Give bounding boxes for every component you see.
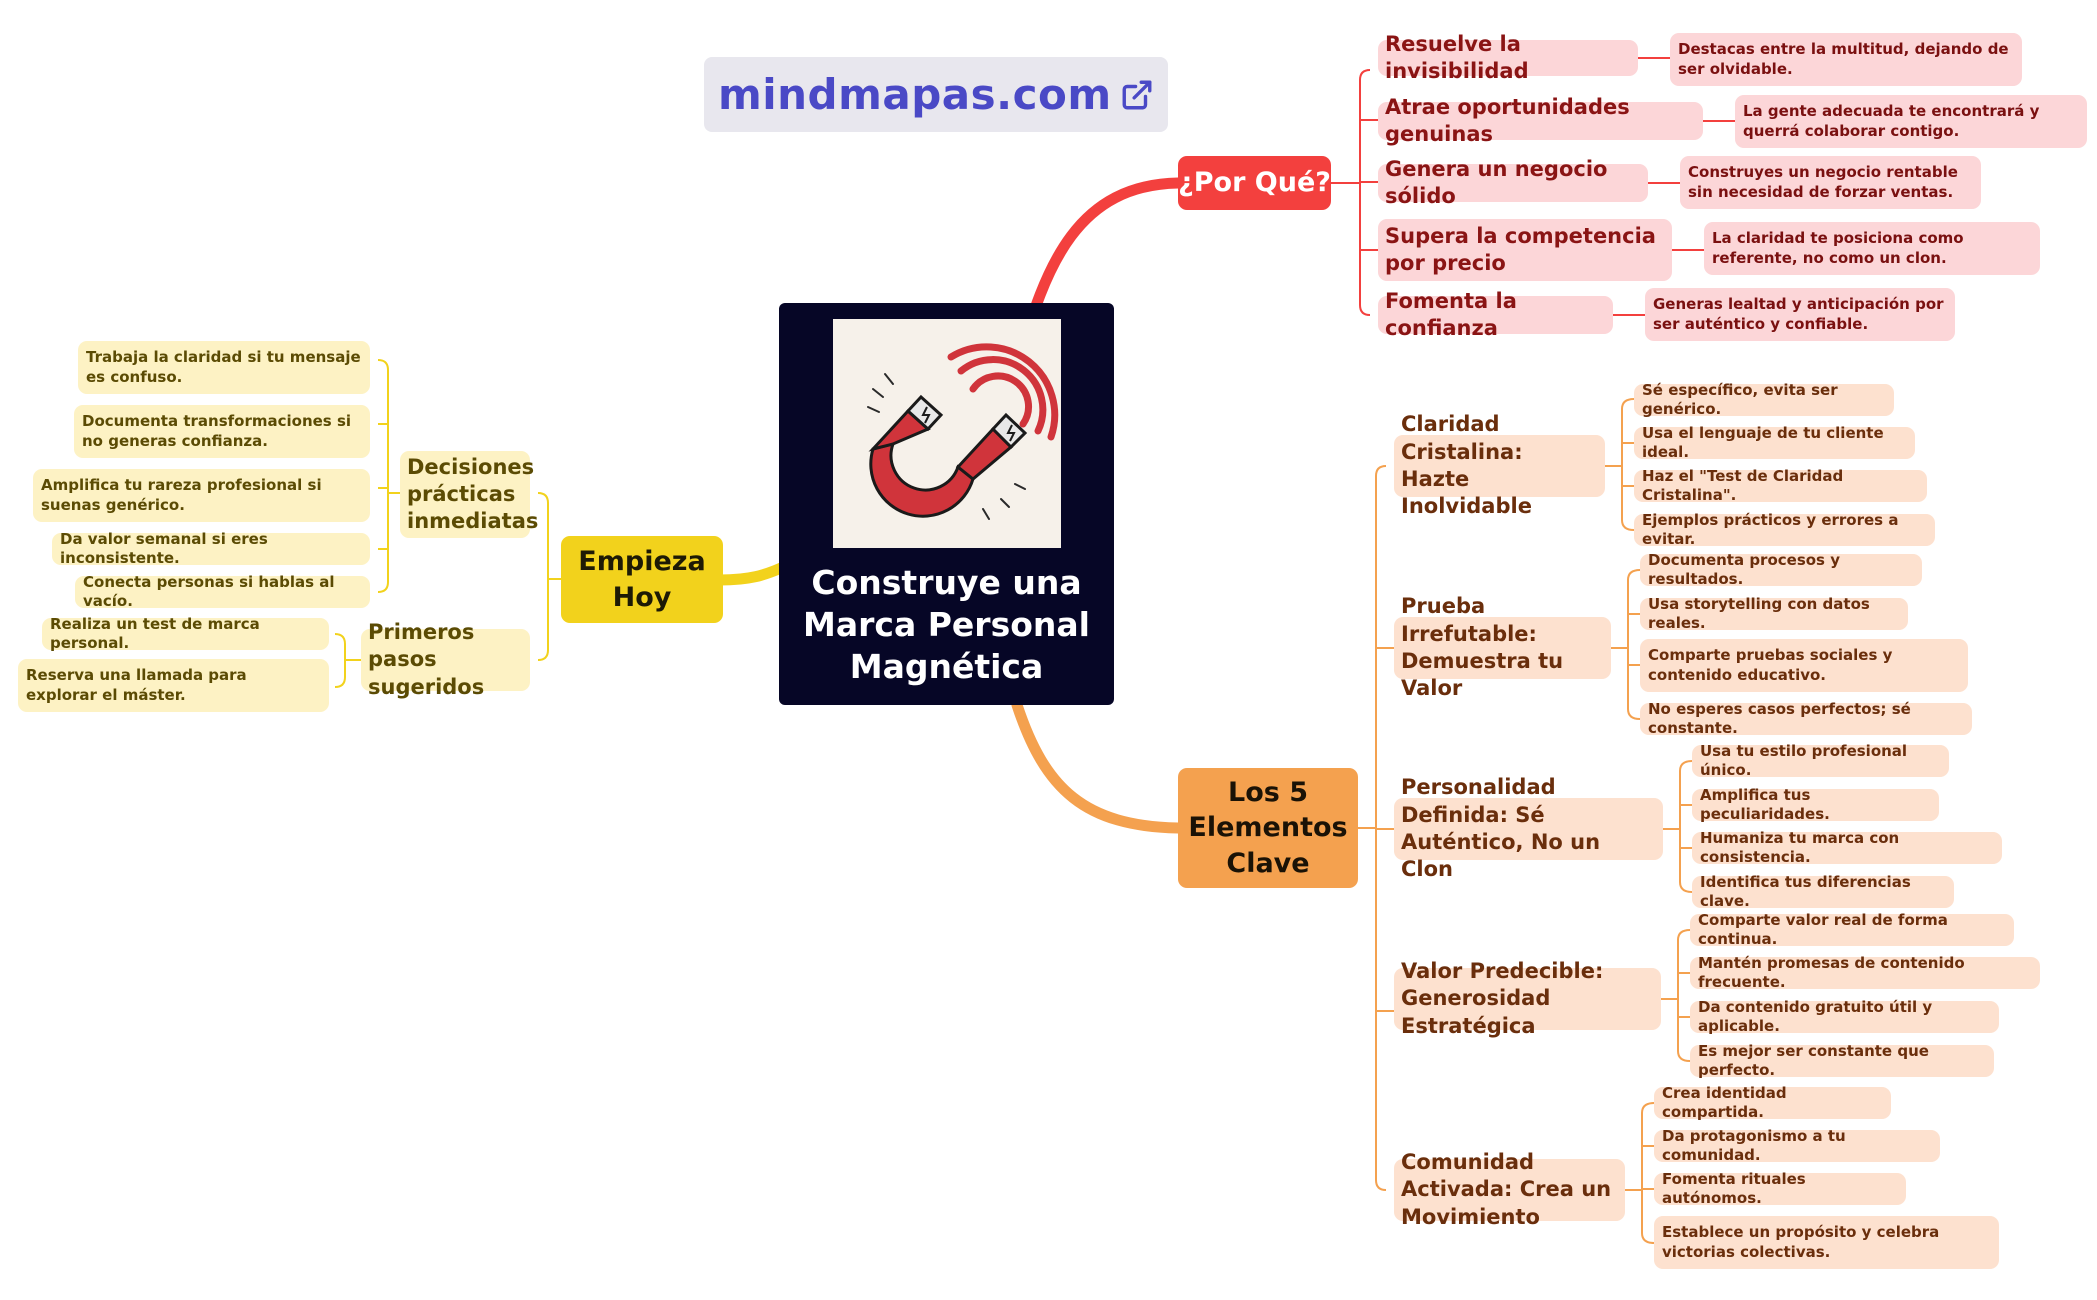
elemento-leaf[interactable]: Usa el lenguaje de tu cliente ideal. (1634, 424, 1915, 461)
por-que-item[interactable]: Genera un negocio sólido (1378, 157, 1648, 208)
por-que-detail[interactable]: La gente adecuada te encontrará y querrá… (1735, 95, 2087, 148)
brand-link[interactable]: mindmapas.com (704, 57, 1168, 132)
elemento-leaf[interactable]: Establece un propósito y celebra victori… (1654, 1216, 1999, 1269)
elemento-leaf[interactable]: Mantén promesas de contenido frecuente. (1690, 954, 2040, 991)
empieza-item[interactable]: Decisiones prácticas inmediatas (400, 451, 538, 538)
elemento-leaf[interactable]: Usa tu estilo profesional único. (1692, 742, 1949, 779)
por-que-item[interactable]: Atrae oportunidades genuinas (1378, 95, 1703, 146)
elemento-leaf[interactable]: Documenta procesos y resultados. (1640, 551, 1922, 588)
elemento-leaf[interactable]: Ejemplos prácticos y errores a evitar. (1634, 511, 1935, 548)
elemento-leaf[interactable]: Haz el "Test de Claridad Cristalina". (1634, 467, 1927, 504)
branch-empieza-hoy[interactable]: Empieza Hoy (561, 536, 723, 623)
elemento-leaf[interactable]: Crea identidad compartida. (1654, 1084, 1891, 1121)
magnet-icon (833, 319, 1061, 548)
elemento-item[interactable]: Prueba Irrefutable: Demuestra tu Valor (1394, 594, 1611, 700)
empieza-leaf[interactable]: Trabaja la claridad si tu mensaje es con… (78, 341, 370, 394)
brand-text: mindmapas.com (718, 70, 1112, 119)
elemento-leaf[interactable]: Humaniza tu marca con consistencia. (1692, 829, 2002, 866)
elemento-item[interactable]: Personalidad Definida: Sé Auténtico, No … (1394, 775, 1663, 881)
por-que-detail[interactable]: Destacas entre la multitud, dejando de s… (1670, 33, 2022, 86)
por-que-detail[interactable]: Construyes un negocio rentable sin neces… (1680, 156, 1981, 209)
por-que-item[interactable]: Fomenta la confianza (1378, 289, 1613, 340)
empieza-item[interactable]: Primeros pasos sugeridos (361, 620, 530, 699)
central-title: Construye una Marca Personal Magnética (803, 563, 1090, 686)
elemento-leaf[interactable]: Es mejor ser constante que perfecto. (1690, 1042, 1994, 1079)
por-que-detail[interactable]: Generas lealtad y anticipación por ser a… (1645, 288, 1955, 341)
elemento-leaf[interactable]: Amplifica tus peculiaridades. (1692, 786, 1939, 823)
elemento-leaf[interactable]: Fomenta rituales autónomos. (1654, 1170, 1906, 1207)
empieza-leaf[interactable]: Documenta transformaciones si no generas… (74, 405, 370, 458)
elemento-leaf[interactable]: Comparte pruebas sociales y contenido ed… (1640, 639, 1968, 692)
empieza-leaf[interactable]: Da valor semanal si eres inconsistente. (52, 530, 370, 567)
elemento-leaf[interactable]: Da protagonismo a tu comunidad. (1654, 1127, 1940, 1164)
elemento-item[interactable]: Valor Predecible: Generosidad Estratégic… (1394, 959, 1661, 1038)
empieza-leaf[interactable]: Reserva una llamada para explorar el más… (18, 659, 329, 712)
por-que-item[interactable]: Supera la competencia por precio (1378, 219, 1672, 281)
elemento-leaf[interactable]: Identifica tus diferencias clave. (1692, 873, 1954, 910)
elemento-leaf[interactable]: Da contenido gratuito útil y aplicable. (1690, 998, 1999, 1035)
empieza-leaf[interactable]: Realiza un test de marca personal. (42, 615, 329, 652)
por-que-item[interactable]: Resuelve la invisibilidad (1378, 32, 1638, 83)
elemento-leaf[interactable]: Sé específico, evita ser genérico. (1634, 381, 1894, 418)
elemento-item[interactable]: Comunidad Activada: Crea un Movimiento (1394, 1150, 1625, 1229)
branch-elementos-clave[interactable]: Los 5 Elementos Clave (1178, 768, 1358, 888)
external-link-icon (1122, 80, 1152, 109)
por-que-detail[interactable]: La claridad te posiciona como referente,… (1704, 222, 2040, 275)
empieza-leaf[interactable]: Amplifica tu rareza profesional si suena… (33, 469, 370, 522)
elemento-leaf[interactable]: No esperes casos perfectos; sé constante… (1640, 700, 1972, 737)
empieza-leaf[interactable]: Conecta personas si hablas al vacío. (75, 573, 370, 610)
branch-por-que[interactable]: ¿Por Qué? (1178, 156, 1331, 210)
central-topic[interactable]: Construye una Marca Personal Magnética (779, 303, 1114, 705)
elemento-item[interactable]: Claridad Cristalina: Hazte Inolvidable (1394, 412, 1605, 518)
elemento-leaf[interactable]: Comparte valor real de forma continua. (1690, 911, 2014, 948)
elemento-leaf[interactable]: Usa storytelling con datos reales. (1640, 595, 1908, 632)
